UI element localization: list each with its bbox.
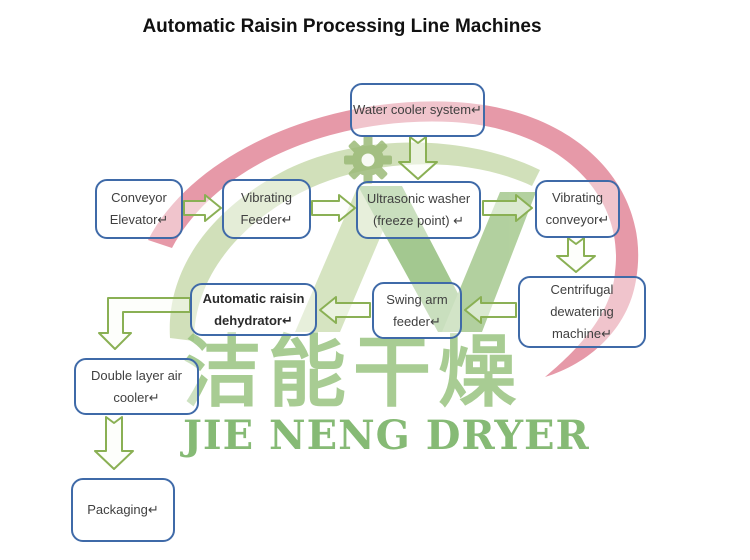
box-centrifugal-dewatering-machine: Centrifugal dewatering machine↵ xyxy=(518,276,646,348)
logo-green-ribbon-shape xyxy=(169,142,540,341)
box-double-layer-air-cooler: Double layer air cooler↵ xyxy=(74,358,199,415)
box-ultrasonic-washer: Ultrasonic washer (freeze point) ↵ xyxy=(356,181,481,239)
box-vibrating-feeder: Vibrating Feeder↵ xyxy=(222,179,311,239)
page-title: Automatic Raisin Processing Line Machine… xyxy=(142,16,542,37)
box-vibrating-conveyor: Vibrating conveyor↵ xyxy=(535,180,620,238)
box-conveyor-elevator: Conveyor Elevator↵ xyxy=(95,179,183,239)
box-automatic-raisin-dehydrator: Automatic raisin dehydrator↵ xyxy=(190,283,317,336)
watermark-english-text: JIE NENG DRYER xyxy=(183,412,590,459)
watermark-chinese-text: 洁能干燥 xyxy=(183,328,524,418)
box-packaging: Packaging↵ xyxy=(71,478,175,542)
box-swing-arm-feeder: Swing arm feeder↵ xyxy=(372,282,462,339)
gear-icon xyxy=(344,136,392,184)
logo-red-ribbon-shape xyxy=(148,101,639,377)
box-water-cooler-system: Water cooler system↵ xyxy=(350,83,485,137)
